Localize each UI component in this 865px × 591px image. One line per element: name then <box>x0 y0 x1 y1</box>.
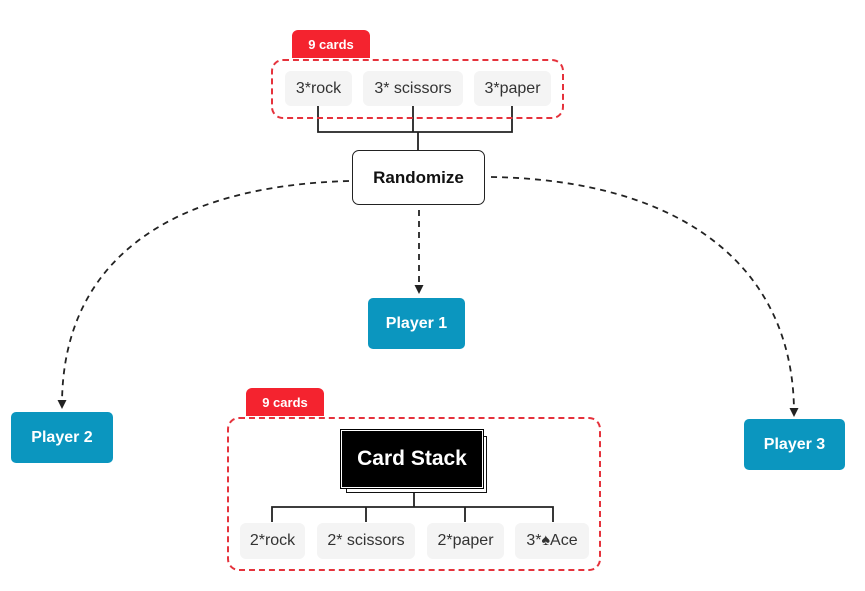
player-2-node: Player 2 <box>11 412 113 463</box>
player-3-node: Player 3 <box>744 419 845 470</box>
bottom-card-ace: 3*♠Ace <box>515 523 589 559</box>
bottom-card-scissors: 2* scissors <box>317 523 415 559</box>
arrow-to-player-3 <box>490 176 799 417</box>
arrow-to-player-2 <box>57 180 350 409</box>
top-bracket-connector <box>317 106 513 150</box>
bottom-bracket-connector <box>271 489 554 522</box>
player-1-node: Player 1 <box>368 298 465 349</box>
top-card-paper: 3*paper <box>474 71 551 106</box>
randomize-node: Randomize <box>352 150 485 205</box>
top-card-scissors: 3* scissors <box>363 71 463 106</box>
top-card-count-badge: 9 cards <box>292 30 370 58</box>
bottom-card-paper: 2*paper <box>427 523 504 559</box>
top-card-group-frame <box>271 59 564 119</box>
bottom-card-count-badge: 9 cards <box>246 388 324 416</box>
bottom-card-rock: 2*rock <box>240 523 305 559</box>
bottom-card-group-frame <box>227 417 601 571</box>
top-card-rock: 3*rock <box>285 71 352 106</box>
card-stack-node: Card Stack <box>340 429 484 489</box>
